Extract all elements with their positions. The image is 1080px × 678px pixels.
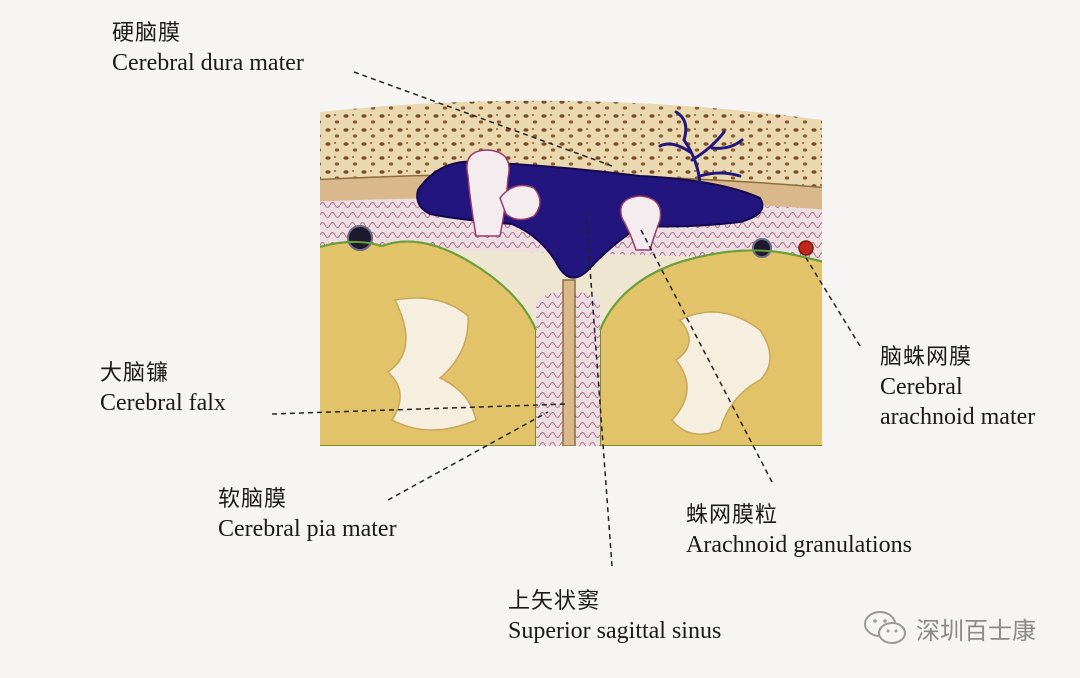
- label-falx-zh: 大脑镰: [100, 361, 170, 386]
- label-dura: 硬脑膜 Cerebral dura mater: [112, 20, 304, 78]
- leader-granulations: [639, 227, 773, 483]
- cortical-vein-right: [752, 238, 772, 258]
- cerebral-falx: [562, 279, 576, 446]
- arachnoid-granulations: [466, 149, 662, 251]
- cortical-artery: [798, 240, 814, 256]
- skull-bone: [320, 100, 822, 190]
- label-arachnoid-en-2: arachnoid mater: [880, 403, 1036, 430]
- label-sinus-zh: 上矢状窦: [508, 589, 601, 614]
- label-sinus-en: Superior sagittal sinus: [508, 617, 722, 644]
- label-arachnoid-zh: 脑蛛网膜: [880, 345, 973, 370]
- leader-pia: [387, 411, 549, 501]
- leader-dura: [353, 71, 613, 167]
- label-arachnoid: 脑蛛网膜 Cerebral arachnoid mater: [880, 344, 1035, 432]
- wechat-icon: [864, 611, 906, 644]
- label-dura-en: Cerebral dura mater: [112, 49, 304, 76]
- watermark: 深圳百士康: [862, 608, 1036, 648]
- label-falx-en: Cerebral falx: [100, 389, 226, 416]
- label-granulations-zh: 蛛网膜粒: [686, 503, 779, 528]
- label-falx: 大脑镰 Cerebral falx: [100, 360, 226, 418]
- label-granulations-en: Arachnoid granulations: [686, 531, 912, 558]
- label-dura-zh: 硬脑膜: [112, 21, 182, 46]
- diploic-vein: [658, 110, 744, 186]
- label-pia-zh: 软脑膜: [218, 487, 288, 512]
- cortical-vein-left: [347, 225, 373, 251]
- label-pia-en: Cerebral pia mater: [218, 515, 397, 542]
- white-matter-right: [671, 311, 771, 435]
- leader-lines: [271, 71, 861, 567]
- label-pia: 软脑膜 Cerebral pia mater: [218, 486, 397, 544]
- label-arachnoid-en-1: Cerebral: [880, 373, 963, 400]
- watermark-text: 深圳百士康: [916, 616, 1036, 645]
- leader-falx: [271, 403, 569, 415]
- label-granulations: 蛛网膜粒 Arachnoid granulations: [686, 502, 912, 560]
- label-sinus: 上矢状窦 Superior sagittal sinus: [508, 588, 721, 646]
- leader-sinus: [585, 213, 613, 567]
- white-matter-left: [386, 297, 477, 431]
- section-block: [320, 100, 822, 446]
